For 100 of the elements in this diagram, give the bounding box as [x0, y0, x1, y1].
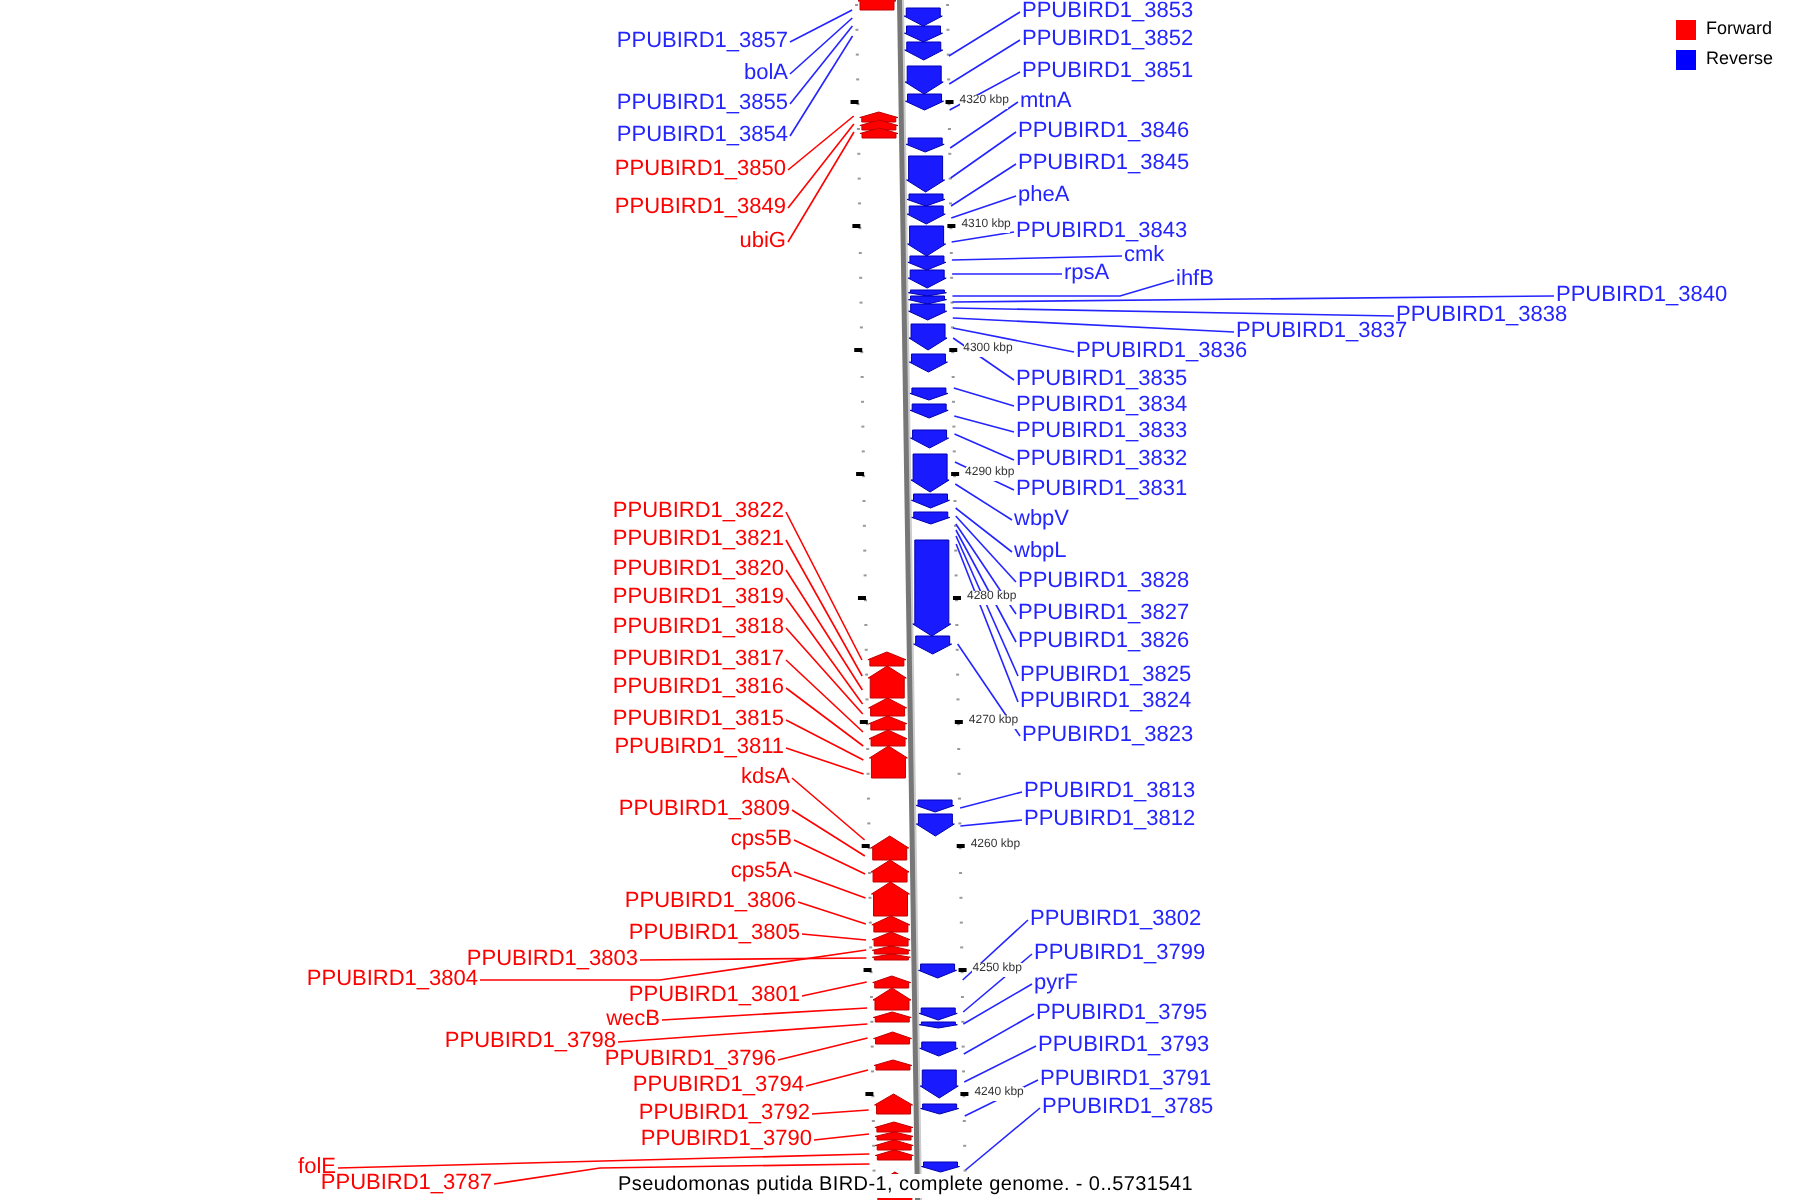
caption: Pseudomonas putida BIRD-1, complete genome. - 0..5731541	[614, 1174, 1197, 1198]
gene-label: PPUBIRD1_3851	[1022, 59, 1194, 85]
leader-line	[785, 511, 863, 661]
gene-label: PPUBIRD1_3805	[628, 921, 800, 947]
gene-label: PPUBIRD1_3815	[612, 707, 784, 733]
leader-line	[959, 819, 1023, 827]
leader-line	[785, 627, 864, 715]
leader-line	[956, 643, 1021, 737]
leader-line	[661, 1007, 868, 1021]
legend-label: Reverse	[1706, 48, 1774, 70]
leader-line	[951, 317, 1235, 333]
gene-label: PPUBIRD1_3857	[616, 29, 788, 55]
gene-label: PPUBIRD1_3831	[1016, 477, 1188, 503]
gene-label: PPUBIRD1_3840	[1556, 283, 1728, 309]
gene-label: PPUBIRD1_3828	[1018, 569, 1190, 595]
gene-label: PPUBIRD1_3792	[638, 1101, 810, 1127]
gene-label: PPUBIRD1_3826	[1018, 629, 1190, 655]
gene-label: PPUBIRD1_3836	[1076, 339, 1248, 365]
gene-label: PPUBIRD1_3813	[1024, 779, 1196, 805]
gene-label: cps5A	[730, 859, 792, 885]
leader-line	[789, 9, 853, 43]
leader-line	[953, 415, 1015, 433]
leader-line	[789, 25, 854, 105]
leader-line	[787, 123, 855, 209]
gene-label: PPUBIRD1_3821	[612, 527, 784, 553]
leader-line	[955, 543, 1019, 703]
leader-line	[963, 1013, 1035, 1055]
gene-label: pyrF	[1034, 971, 1078, 997]
leader-line	[337, 1153, 871, 1169]
leader-line	[951, 279, 1175, 297]
gene-label: cps5B	[730, 827, 792, 853]
leader-line	[785, 719, 865, 761]
gene-label: PPUBIRD1_3827	[1018, 601, 1190, 627]
gene-label: PPUBIRD1_3804	[306, 967, 478, 993]
leader-line	[785, 747, 865, 775]
gene-label: PPUBIRD1_3818	[612, 615, 784, 641]
leader-line	[955, 529, 1017, 643]
leader-line	[805, 1069, 869, 1087]
gene-label: PPUBIRD1_3822	[612, 499, 784, 525]
leader-line	[950, 195, 1017, 219]
gene-label: PPUBIRD1_3852	[1022, 27, 1194, 53]
gene-label: PPUBIRD1_3793	[1038, 1033, 1210, 1059]
gene-label: PPUBIRD1_3811	[614, 735, 784, 761]
gene-label: PPUBIRD1_3845	[1018, 151, 1190, 177]
gene-label: PPUBIRD1_3801	[628, 983, 800, 1009]
leader-line	[954, 483, 1013, 521]
gene-label: PPUBIRD1_3791	[1040, 1067, 1212, 1093]
leader-line	[954, 515, 1017, 583]
gene-label: PPUBIRD1_3820	[612, 557, 784, 583]
gene-label: PPUBIRD1_3817	[612, 647, 784, 673]
gene-label: wecB	[606, 1007, 660, 1033]
leader-line	[951, 307, 1395, 317]
gene-label: PPUBIRD1_3855	[616, 91, 788, 117]
gene-label: pheA	[1018, 183, 1070, 209]
gene-label: cmk	[1124, 243, 1165, 269]
leader-line	[479, 949, 868, 981]
gene-label: mtnA	[1020, 89, 1072, 115]
gene-label: wbpV	[1014, 507, 1070, 533]
leader-line	[948, 39, 1021, 85]
leader-line	[959, 791, 1023, 809]
leader-line	[964, 1107, 1041, 1171]
gene-label: PPUBIRD1_3835	[1016, 367, 1188, 393]
leader-line	[948, 11, 1021, 57]
legend-label: Forward	[1706, 18, 1773, 40]
leader-line	[793, 839, 866, 875]
leader-line	[951, 255, 1123, 261]
gene-label: PPUBIRD1_3787	[320, 1171, 492, 1197]
gene-label: kdsA	[741, 765, 790, 791]
gene-label: PPUBIRD1_3849	[614, 195, 786, 221]
leader-line	[785, 569, 864, 691]
gene-label: PPUBIRD1_3806	[624, 889, 796, 915]
gene-label: PPUBIRD1_3802	[1030, 907, 1202, 933]
leader-line	[639, 957, 868, 961]
leader-line	[787, 115, 855, 171]
leader-line	[801, 933, 867, 941]
gene-label: rpsA	[1064, 261, 1110, 287]
gene-label: PPUBIRD1_3843	[1016, 219, 1188, 245]
leader-line	[961, 919, 1029, 981]
leader-line	[950, 163, 1017, 207]
leader-line	[953, 387, 1015, 407]
leader-line	[791, 809, 866, 857]
gene-label: PPUBIRD1_3785	[1042, 1095, 1214, 1121]
leader-line	[952, 327, 1075, 353]
gene-label: PPUBIRD1_3819	[612, 585, 784, 611]
leader-line	[962, 983, 1033, 1025]
gene-label: PPUBIRD1_3834	[1016, 393, 1188, 419]
leader-line	[949, 101, 1019, 149]
gene-label: wbpL	[1014, 539, 1067, 565]
leader-line	[953, 433, 1015, 461]
leader-line	[801, 981, 868, 997]
leader-line	[787, 131, 855, 243]
gene-label: PPUBIRD1_3796	[604, 1047, 776, 1073]
gene-label: ubiG	[739, 229, 786, 255]
gene-label: PPUBIRD1_3832	[1016, 447, 1188, 473]
gene-label: PPUBIRD1_3816	[612, 675, 784, 701]
leader-line	[789, 17, 854, 75]
gene-label: PPUBIRD1_3846	[1018, 119, 1190, 145]
leader-line	[791, 777, 866, 841]
leader-line	[777, 1037, 869, 1061]
gene-label: PPUBIRD1_3853	[1022, 0, 1194, 25]
